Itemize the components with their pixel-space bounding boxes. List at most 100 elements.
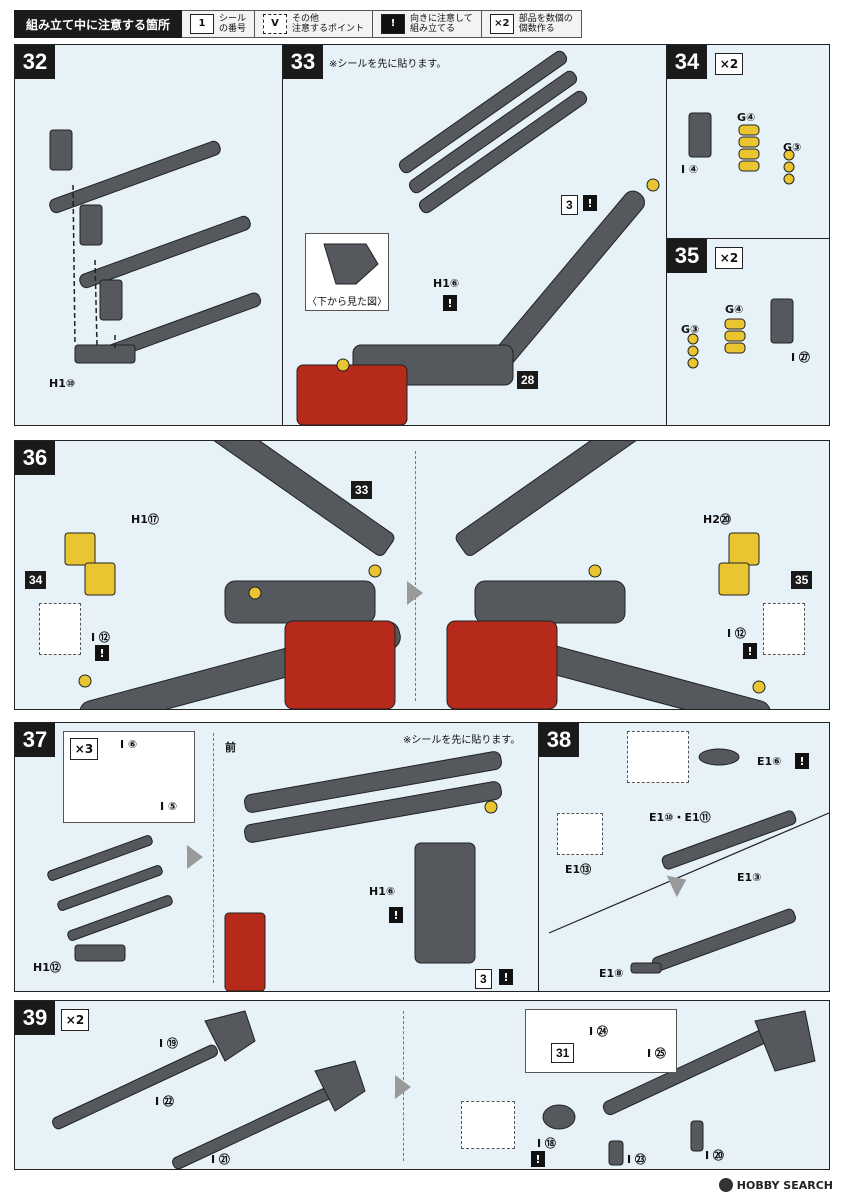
sticker-number: 3 <box>561 195 578 215</box>
step-38-panel: 38 E1⑥ ! E1⑩・E1⑪ E1⑬ E1③ E1⑧ <box>538 722 830 992</box>
detail-inset-left <box>39 603 81 655</box>
backpack-assembly-illustration <box>296 50 660 425</box>
legend-multiply: ×2 部品を数個の個数作る <box>481 10 582 38</box>
step-37-panel: 37 ×3 I ⑥ I ⑤ H1⑫ 前 ※シールを先に貼ります。 H1⑥ ! 3… <box>14 722 540 992</box>
step-number: 38 <box>539 723 579 757</box>
step-39-panel: 39 ×2 I ⑲ I ㉒ I ㉑ I ㉔ I ㉕ 31 I ⑱ ! I ㉓ I… <box>14 1000 830 1170</box>
step-39-illustration <box>52 1010 816 1169</box>
step-34-illustration <box>688 112 795 185</box>
multiplier-badge: ×3 <box>70 738 98 760</box>
part-label-i19: I ⑲ <box>159 1037 178 1050</box>
part-label-h1-12: H1⑫ <box>33 961 61 974</box>
part-label-i5: I ⑤ <box>160 800 178 813</box>
step-34-panel: 34 ×2 G④ G③ I ④ <box>666 44 830 240</box>
step-number: 36 <box>15 441 55 475</box>
part-label-i12: I ⑫ <box>91 631 110 644</box>
step-number: 35 <box>667 239 707 273</box>
part-label-h1-6: H1⑥ <box>369 885 396 898</box>
ref-step-34: 34 <box>25 571 47 589</box>
step-36-panel: 36 33 34 35 H1⑰ H2⑳ I ⑫ <box>14 440 830 710</box>
multiplier-badge: ×2 <box>715 247 743 269</box>
brand-watermark: HOBBY SEARCH <box>718 1178 833 1192</box>
part-label-g4: G④ <box>725 303 744 316</box>
step-number: 37 <box>15 723 55 757</box>
legend-orientation: ! 向きに注意して組み立てる <box>373 10 482 38</box>
step-37-illustration <box>47 751 502 991</box>
part-label-i20: I ⑳ <box>705 1149 724 1162</box>
step-number: 33 <box>283 45 323 79</box>
sticker-icon: 1 <box>190 14 215 34</box>
part-label-i18: I ⑱ <box>537 1137 556 1150</box>
orientation-warning-icon: ! <box>95 645 109 661</box>
part-label-g3: G③ <box>681 323 700 336</box>
part-label-i27: I ㉗ <box>791 351 810 364</box>
step-36-illustration <box>64 441 771 709</box>
orientation-warning-icon: ! <box>795 753 809 769</box>
next-arrow <box>187 845 203 869</box>
legend-sticker: 1 シールの番号 <box>182 10 256 38</box>
point-icon: V <box>263 14 288 34</box>
part-label-e1-3: E1③ <box>737 871 762 884</box>
orientation-warning-icon: ! <box>443 295 457 311</box>
sticker-note: ※シールを先に貼ります。 <box>329 59 447 70</box>
step-32-panel: 32 H1⑩ <box>14 44 284 426</box>
step-divider <box>415 451 416 701</box>
step-divider <box>213 733 214 983</box>
step-35-panel: 35 ×2 G④ G③ I ㉗ <box>666 238 830 426</box>
step-number: 32 <box>15 45 55 79</box>
part-label-h2-20: H2⑳ <box>703 513 731 526</box>
next-arrow <box>395 1075 411 1099</box>
part-label-i23: I ㉓ <box>627 1153 646 1166</box>
step-number: 34 <box>667 45 707 79</box>
part-label-e1-8: E1⑧ <box>599 967 624 980</box>
multiplier-badge: ×2 <box>61 1009 89 1031</box>
step-35-illustration <box>687 298 794 369</box>
bottom-view-inset <box>305 233 389 311</box>
part-label-i22: I ㉒ <box>155 1095 174 1108</box>
step-37-sub-inset: ×3 I ⑥ I ⑤ <box>63 731 195 823</box>
bottom-view-caption: 〈下から見た図〉 <box>307 297 387 308</box>
part-label-e1-13: E1⑬ <box>565 863 592 876</box>
ref-step-28: 28 <box>517 371 539 389</box>
next-arrow <box>407 581 423 605</box>
warning-icon: ! <box>381 14 406 34</box>
detail-inset-left <box>557 813 603 855</box>
part-label-i6: I ⑥ <box>120 738 138 751</box>
front-direction-label: 前 <box>225 741 236 754</box>
detail-inset-bottom <box>461 1101 515 1149</box>
orientation-warning-icon: ! <box>499 969 513 985</box>
orientation-warning-icon: ! <box>389 907 403 923</box>
step-33-panel: 33 ※シールを先に貼ります。 〈下から見た図〉 H1⑥ ! 3 ! 28 <box>282 44 668 426</box>
ref-step-35: 35 <box>791 571 813 589</box>
part-label-i25: I ㉕ <box>647 1047 666 1060</box>
brand-text: HOBBY SEARCH <box>736 1178 833 1192</box>
detail-inset-right <box>763 603 805 655</box>
part-label-e1-6: E1⑥ <box>757 755 782 768</box>
part-label-g4: G④ <box>737 111 756 124</box>
brand-logo-icon <box>718 1178 733 1192</box>
part-label-i4: I ④ <box>681 163 699 176</box>
part-label-i12: I ⑫ <box>727 627 746 640</box>
part-label-i21: I ㉑ <box>211 1153 230 1166</box>
part-label-h1-10: H1⑩ <box>49 377 76 390</box>
step-38-illustration <box>548 748 829 974</box>
part-label-g3: G③ <box>783 141 802 154</box>
step-number: 39 <box>15 1001 55 1035</box>
orientation-warning-icon: ! <box>531 1151 545 1167</box>
part-label-e1-10-11: E1⑩・E1⑪ <box>649 811 711 824</box>
sub-assembly-inset <box>525 1009 677 1073</box>
part-label-h1-17: H1⑰ <box>131 513 159 526</box>
legend-other: V その他注意するポイント <box>255 10 374 38</box>
sticker-note: ※シールを先に貼ります。 <box>403 735 521 746</box>
sticker-number: 3 <box>475 969 492 989</box>
multiplier-badge: ×2 <box>715 53 743 75</box>
legend-header: 組み立て中に注意する箇所 1 シールの番号 V その他注意するポイント ! 向き… <box>14 10 582 38</box>
sticker-number: 31 <box>551 1043 575 1063</box>
bottom-view-shape <box>323 243 379 285</box>
multiply-icon: ×2 <box>489 14 514 34</box>
detail-inset-top <box>627 731 689 783</box>
orientation-warning-icon: ! <box>743 643 757 659</box>
legend-title: 組み立て中に注意する箇所 <box>14 10 183 38</box>
part-label-i24: I ㉔ <box>589 1025 608 1038</box>
orientation-warning-icon: ! <box>583 195 597 211</box>
